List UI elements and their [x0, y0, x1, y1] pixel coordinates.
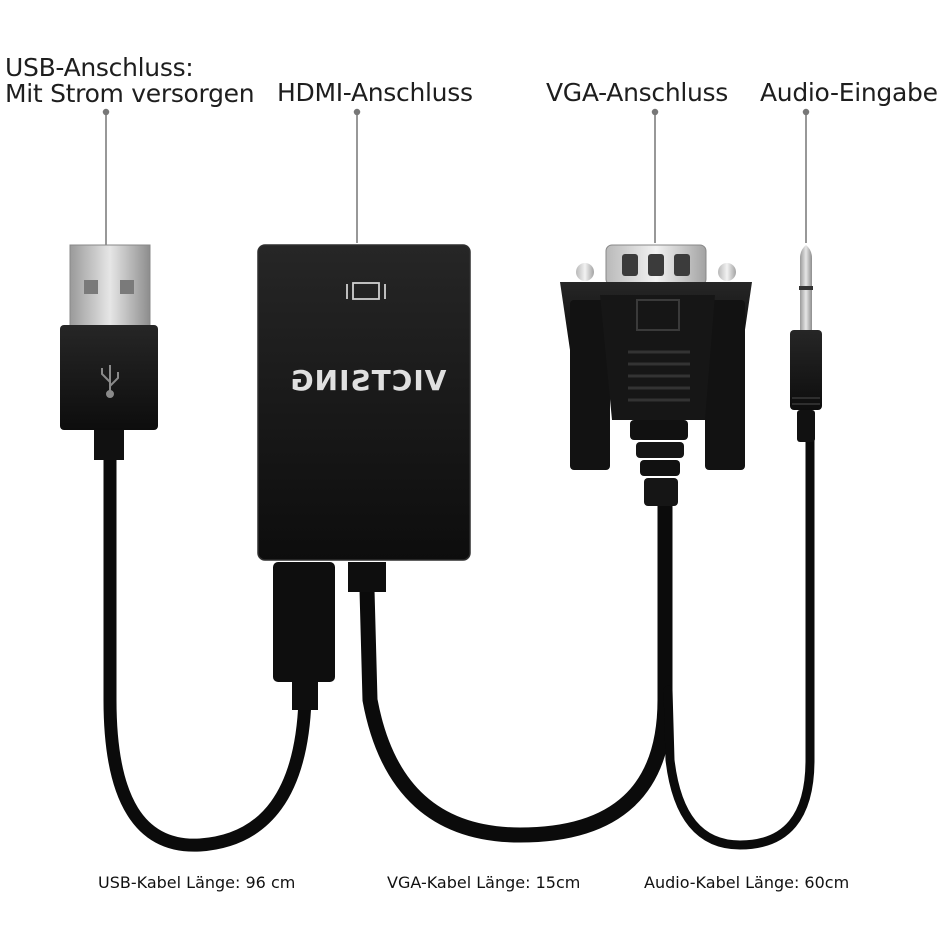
vga-port-label: VGA-Anschluss	[546, 78, 729, 107]
audio-jack	[790, 245, 822, 442]
usb-port-label-line1: USB-Anschluss:	[5, 53, 194, 82]
adapter-body: VICTSING	[257, 244, 471, 710]
hdmi-port-icon	[346, 282, 386, 300]
vga-cable-length-caption: VGA-Kabel Länge: 15cm	[387, 873, 581, 892]
audio-cable-length-caption: Audio-Kabel Länge: 60cm	[644, 873, 850, 892]
usb-icon	[101, 365, 119, 398]
cables	[103, 435, 815, 852]
vga-connector	[560, 244, 752, 506]
audio-input-label: Audio-Eingabe	[760, 78, 938, 107]
hdmi-port-label: HDMI-Anschluss	[277, 78, 473, 107]
leader-lines	[102, 108, 810, 245]
usb-plug	[60, 244, 158, 460]
brand-logo: VICTSING	[290, 364, 447, 397]
usb-port-label-line2: Mit Strom versorgen	[5, 79, 255, 108]
usb-cable-length-caption: USB-Kabel Länge: 96 cm	[98, 873, 296, 892]
